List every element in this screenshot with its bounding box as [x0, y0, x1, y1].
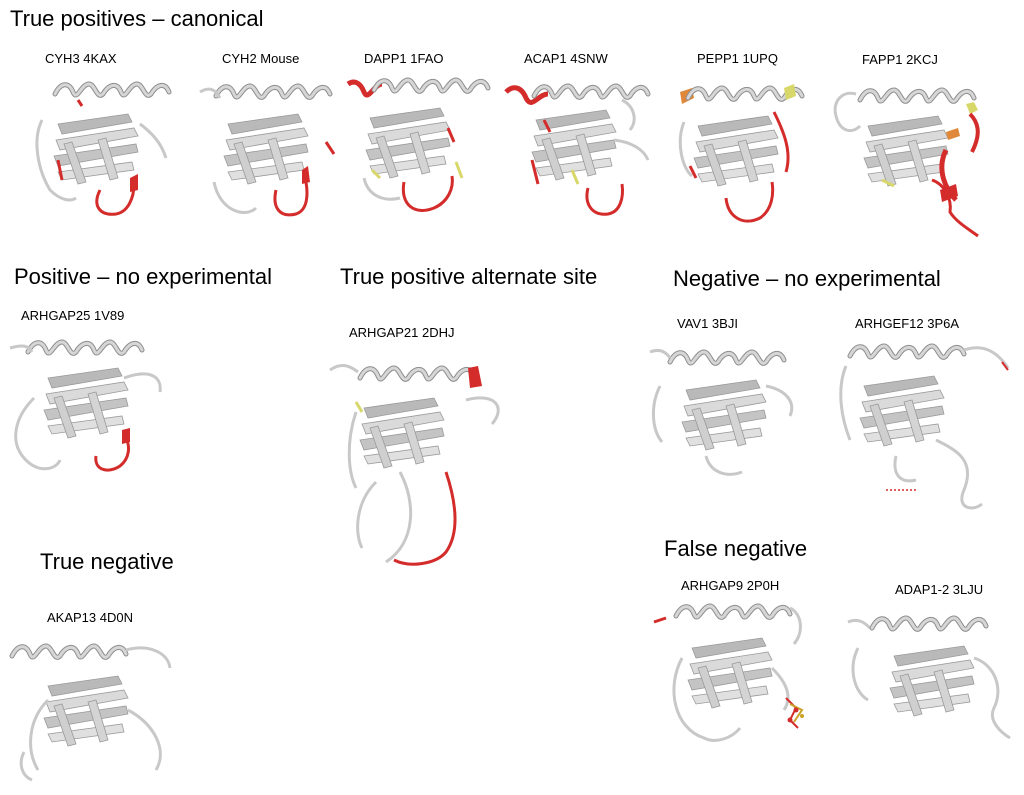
label-vav1: VAV1 3BJI [677, 316, 738, 331]
structure-cyh2 [196, 82, 346, 227]
structure-arhgap25 [4, 338, 174, 488]
structure-cyh3 [30, 80, 180, 225]
section-title-positive-no-experimental: Positive – no experimental [14, 264, 273, 289]
structure-vav1 [646, 346, 806, 486]
label-pepp1: PEPP1 1UPQ [697, 51, 778, 66]
ligand-icon [785, 697, 804, 729]
label-cyh2: CYH2 Mouse [222, 51, 300, 66]
label-dapp1: DAPP1 1FAO [364, 51, 444, 66]
structure-akap13 [8, 640, 178, 790]
label-arhgef12: ARHGEF12 3P6A [855, 316, 960, 331]
label-cyh3: CYH3 4KAX [45, 51, 117, 66]
section-title-negative-no-experimental: Negative – no experimental [673, 266, 941, 291]
label-fapp1: FAPP1 2KCJ [862, 52, 938, 67]
structure-arhgap21 [326, 352, 516, 572]
label-arhgap25: ARHGAP25 1V89 [21, 308, 125, 323]
label-arhgap21: ARHGAP21 2DHJ [349, 325, 455, 340]
structure-acap1 [504, 80, 654, 225]
structure-arhgef12 [836, 340, 1016, 515]
section-title-false-negative: False negative [664, 536, 808, 561]
structure-dapp1 [344, 78, 474, 218]
structure-arhgap9 [652, 598, 822, 753]
label-adap1: ADAP1-2 3LJU [895, 582, 984, 597]
section-title-true-positive-alternate-site: True positive alternate site [340, 264, 598, 289]
label-arhgap9: ARHGAP9 2P0H [681, 578, 780, 593]
section-title-true-positives-canonical: True positives – canonical [10, 6, 264, 31]
structure-pepp1 [674, 82, 814, 232]
label-acap1: ACAP1 4SNW [524, 51, 608, 66]
section-title-true-negative: True negative [40, 549, 174, 574]
label-akap13: AKAP13 4D0N [47, 610, 133, 625]
structure-adap1 [844, 608, 1019, 748]
structure-fapp1 [826, 80, 986, 240]
